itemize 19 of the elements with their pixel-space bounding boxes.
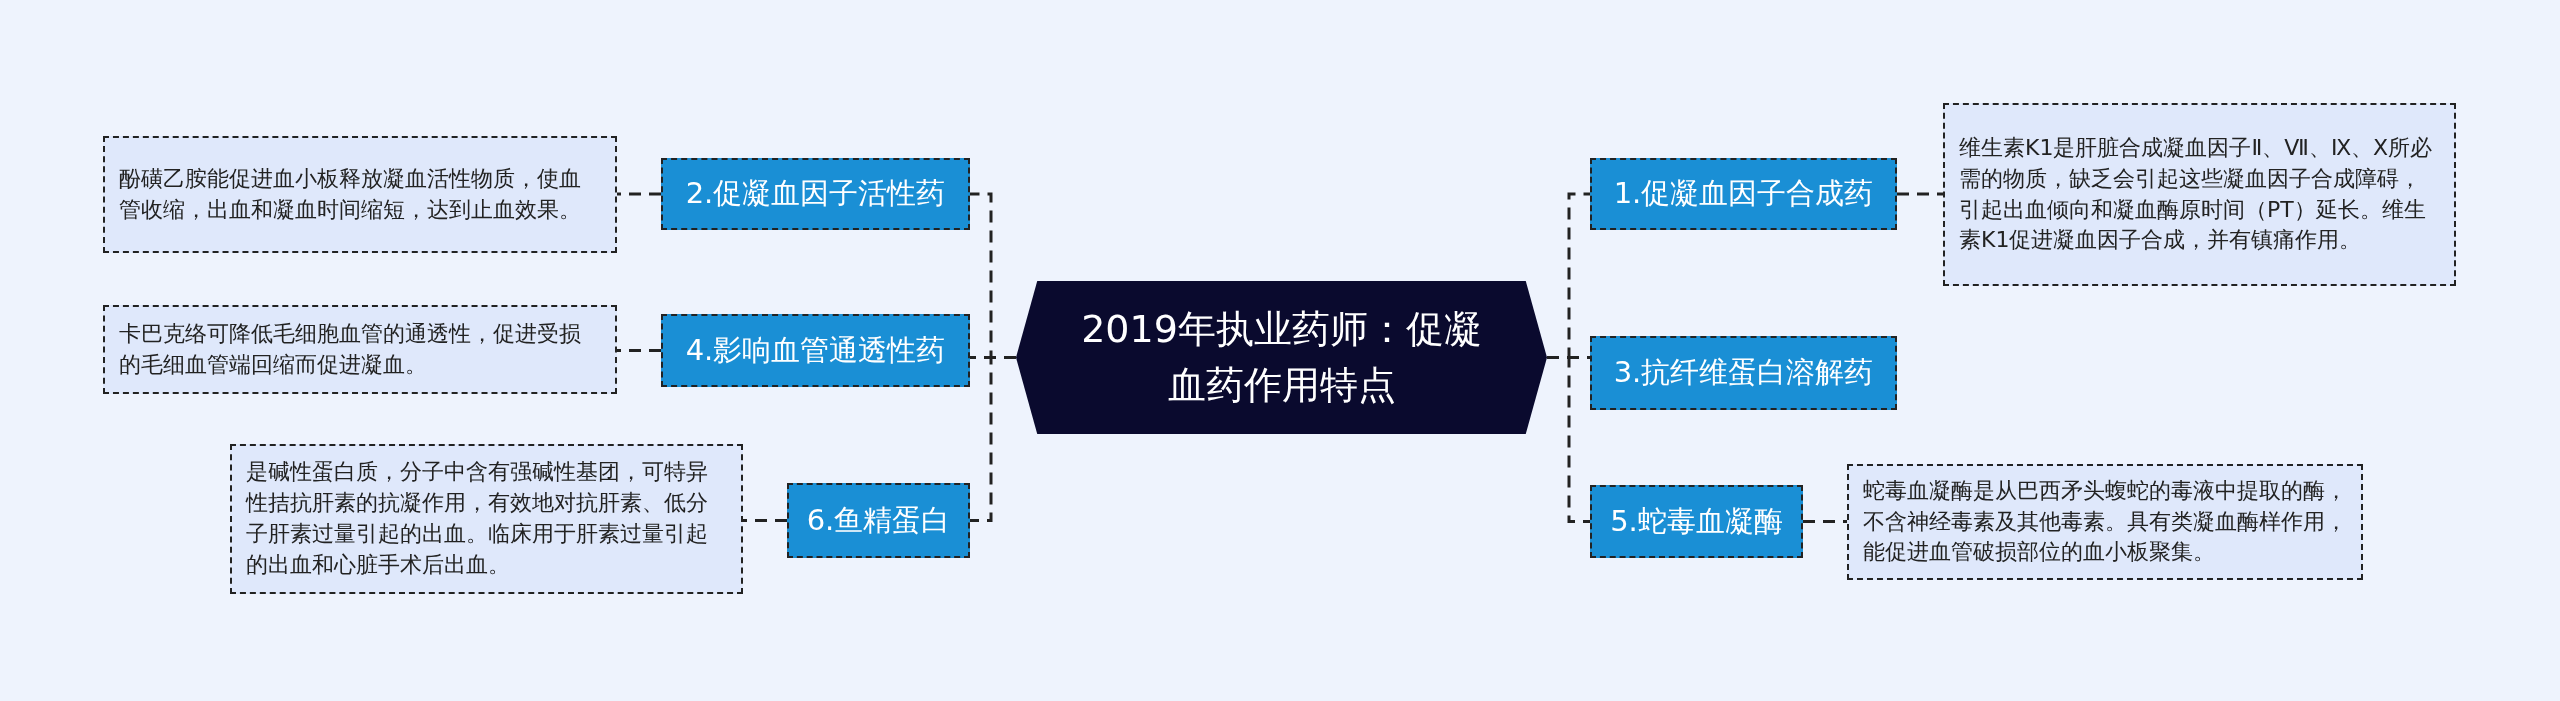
note-box: 蛇毒血凝酶是从巴西矛头蝮蛇的毒液中提取的酶，不含神经毒素及其他毒素。具有类凝血酶样作用，能促进血管破损部位的血小板聚集。 [1847, 464, 2363, 580]
connector-line [617, 192, 661, 196]
connector-line [617, 349, 661, 352]
topic-box: 3.抗纤维蛋白溶解药 [1590, 336, 1897, 410]
connector-line [743, 519, 787, 522]
connector-line [1547, 356, 1590, 523]
topic-box: 1.促凝血因子合成药 [1590, 158, 1897, 230]
central-topic: 2019年执业药师：促凝血药作用特点 [1016, 281, 1547, 434]
note-box: 是碱性蛋白质，分子中含有强碱性基团，可特异性拮抗肝素的抗凝作用，有效地对抗肝素、低分子肝素过量引起的出血。临床用于肝素过量引起的出血和心脏手术后出血。 [230, 444, 743, 594]
topic-box: 5.蛇毒血凝酶 [1590, 485, 1803, 558]
note-box: 卡巴克络可降低毛细胞血管的通透性，促进受损的毛细血管端回缩而促进凝血。 [103, 305, 617, 394]
note-box: 维生素K1是肝脏合成凝血因子Ⅱ、Ⅶ、Ⅸ、Ⅹ所必需的物质，缺乏会引起这些凝血因子合成障碍，引起出血倾向和凝血酶原时间（PT）延长。维生素K1促进凝血因子合成，并有镇痛作用。 [1943, 103, 2456, 286]
topic-box: 4.影响血管通透性药 [661, 314, 970, 387]
connector-line [1897, 192, 1943, 196]
topic-box: 6.鱼精蛋白 [787, 483, 970, 558]
note-box: 酚磺乙胺能促进血小板释放凝血活性物质，使血管收缩，出血和凝血时间缩短，达到止血效果。 [103, 136, 617, 253]
connector-line [970, 356, 1016, 522]
connector-line [1803, 520, 1847, 523]
topic-box: 2.促凝血因子活性药 [661, 158, 970, 230]
